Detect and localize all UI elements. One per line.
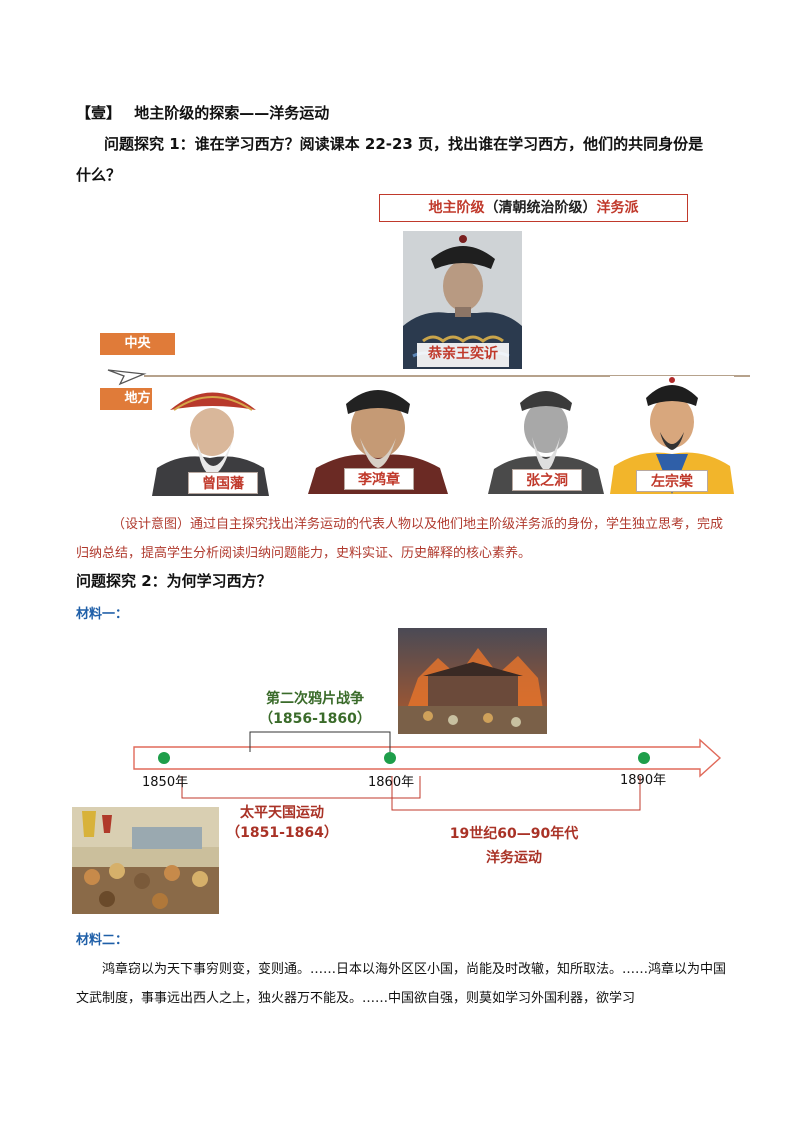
section-marker: 【壹】: [76, 104, 122, 122]
material-2-label: 材料二：: [76, 933, 129, 948]
answer-box: 地主阶级（清朝统治阶级）洋务派: [379, 194, 688, 222]
timeline-dot-1850: [158, 752, 170, 764]
image-taiping-battle: [72, 807, 219, 914]
portrait-li-hongzhang: 李鸿章: [308, 380, 448, 494]
timeline-label-1850: 1850年: [142, 775, 189, 790]
answer-part1: 地主阶级: [428, 200, 485, 216]
timeline-label-1860: 1860年: [368, 775, 415, 790]
timeline-graphic: [133, 731, 722, 811]
answer-part2: （清朝统治阶级）: [484, 200, 597, 216]
section-title: 地主阶级的探索——洋务运动: [134, 104, 330, 122]
material-2-quote: 鸿章窃以为天下事穷则变，变则通。……日本以海外区区小国，尚能及时改辙，知所取法。…: [76, 962, 727, 1006]
timeline-arrow: [133, 738, 722, 778]
name-zeng-guofan: 曾国藩: [188, 472, 258, 494]
design-note: （设计意图）通过自主探究找出洋务运动的代表人物以及他们地主阶级洋务派的身份，学生…: [76, 517, 724, 561]
opium-war-years: （1856-1860）: [259, 711, 371, 727]
taiping-years: （1851-1864）: [226, 825, 338, 841]
image-burning-palace: [398, 628, 547, 734]
opium-war-label: 第二次鸦片战争 （1856-1860）: [240, 688, 390, 728]
answer-part3: 洋务派: [596, 200, 639, 216]
name-li-hongzhang: 李鸿章: [344, 468, 414, 490]
self-strengthening-years: 19世纪60—90年代: [449, 826, 579, 842]
timeline-dot-1890: [638, 752, 650, 764]
self-strengthening-name: 洋务运动: [486, 850, 542, 866]
portrait-zeng-guofan: 曾国藩: [152, 380, 269, 496]
bracket-taiping: [181, 776, 421, 799]
opium-war-name: 第二次鸦片战争: [266, 691, 364, 707]
question-2: 问题探究 2：为何学习西方？: [76, 572, 272, 590]
name-zhang-zhidong: 张之洞: [512, 469, 582, 491]
taiping-name: 太平天国运动: [240, 805, 324, 821]
timeline-label-1890: 1890年: [620, 773, 667, 788]
taiping-label: 太平天国运动 （1851-1864）: [222, 802, 342, 842]
material-1-label: 材料一：: [76, 607, 129, 622]
section-heading: 【壹】 地主阶级的探索——洋务运动: [76, 102, 329, 123]
timeline-dot-1860: [384, 752, 396, 764]
portrait-prince-gong: 恭亲王奕䜣: [403, 231, 522, 369]
tag-central: 中央: [100, 333, 175, 355]
bracket-self-strengthening: [391, 776, 641, 811]
name-prince-gong: 恭亲王奕䜣: [417, 343, 509, 367]
portrait-zhang-zhidong: 张之洞: [488, 377, 604, 494]
self-strengthening-label: 19世纪60—90年代 洋务运动: [436, 822, 592, 870]
portrait-zuo-zongtang: 左宗棠: [610, 376, 734, 494]
question-1-line2: 什么？: [76, 166, 122, 184]
question-1-line1: 问题探究 1：谁在学习西方？阅读课本 22-23 页，找出谁在学习西方，他们的共…: [104, 135, 704, 153]
bracket-opium-war: [249, 731, 391, 752]
name-zuo-zongtang: 左宗棠: [636, 470, 708, 492]
paper-plane-icon: [107, 369, 147, 386]
